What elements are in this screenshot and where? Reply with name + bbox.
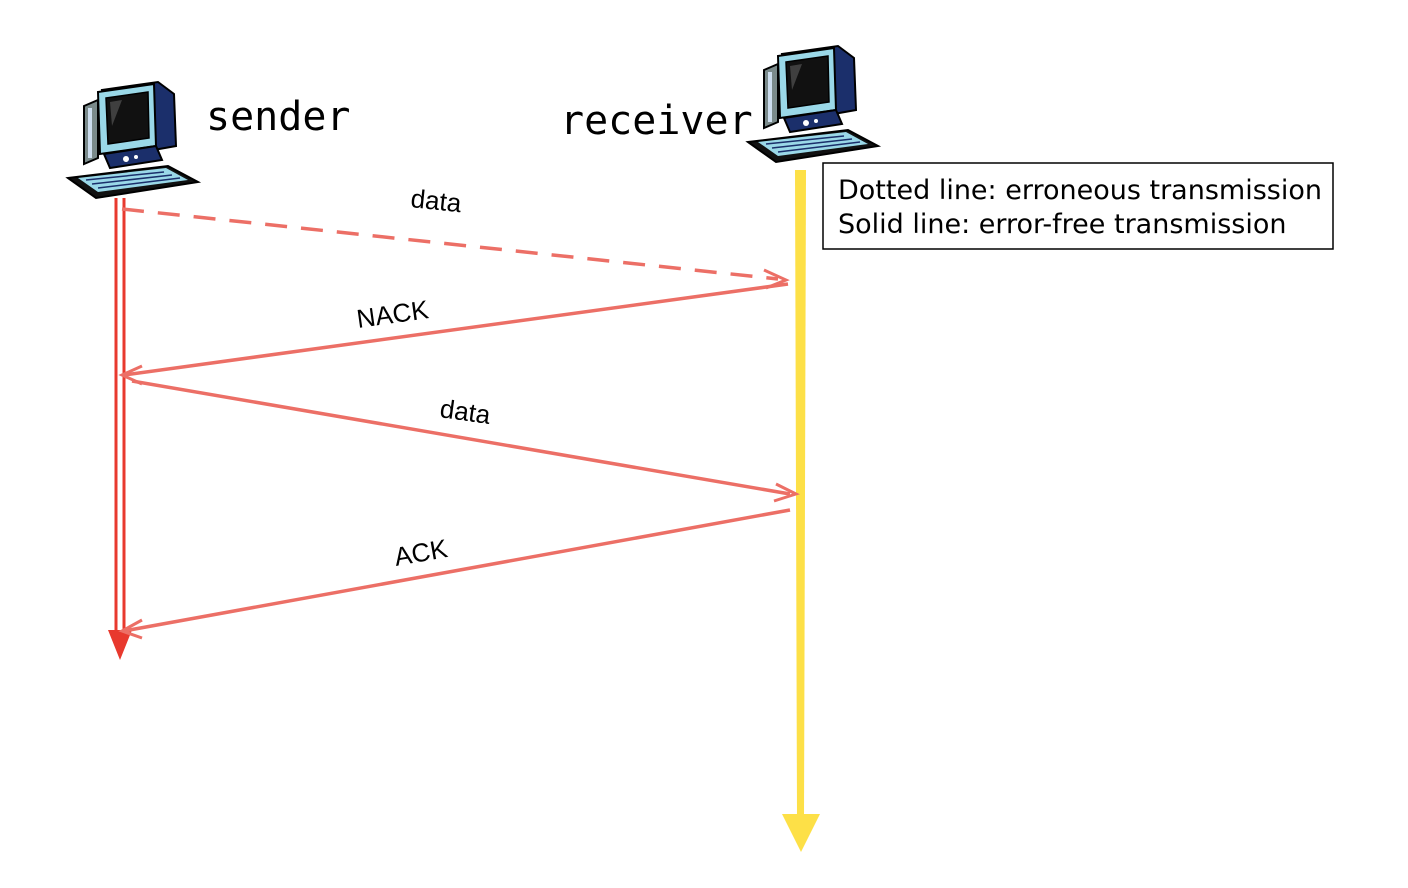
legend-box: Dotted line: erroneous transmission Soli…: [822, 162, 1334, 250]
message-label: data: [409, 183, 463, 218]
sender-timeline: [108, 198, 132, 660]
message-nack: NACK: [118, 282, 789, 386]
message-ack: ACK: [118, 508, 791, 640]
receiver-computer-icon: [747, 45, 879, 163]
legend-dotted-line: Dotted line: erroneous transmission: [838, 175, 1322, 206]
message-label: data: [438, 393, 493, 430]
sender-computer-icon: [67, 81, 199, 199]
message-data: data: [131, 379, 800, 503]
receiver-timeline: [782, 170, 820, 852]
message-label: NACK: [355, 294, 431, 334]
receiver-label: receiver: [560, 98, 753, 144]
sender-label: sender: [206, 94, 351, 140]
message-label: ACK: [392, 533, 451, 572]
legend-solid-line: Solid line: error-free transmission: [838, 209, 1286, 240]
message-data-erroneous: data: [121, 183, 790, 290]
